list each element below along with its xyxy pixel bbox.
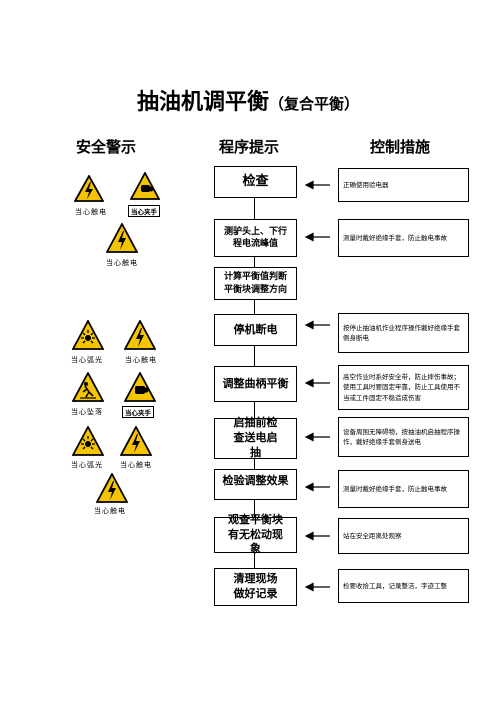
electric-shock-warning-icon bbox=[123, 319, 157, 354]
step-startup-check: 启抽前检查送电启抽 bbox=[214, 416, 297, 459]
connector-line bbox=[254, 256, 255, 268]
arrow-left-icon bbox=[304, 432, 330, 442]
connector-line bbox=[254, 345, 255, 367]
step-stop-power-off: 停机断电 bbox=[214, 314, 297, 346]
electric-shock-warning-icon bbox=[95, 472, 129, 507]
sign-caption: 当心触电 bbox=[120, 461, 152, 469]
title-main: 抽油机调平衡 bbox=[136, 90, 269, 115]
falling-warning-icon bbox=[71, 371, 105, 406]
hand-pinch-warning-icon bbox=[123, 371, 157, 406]
sign-caption: 当心触电 bbox=[75, 208, 107, 216]
title-sub: （复合平衡） bbox=[269, 95, 360, 113]
arrow-left-icon bbox=[304, 531, 330, 541]
column-heading-safety: 安全警示 bbox=[76, 138, 137, 156]
sign-caption: 当心坠落 bbox=[71, 408, 103, 416]
hand-pinch-warning-icon bbox=[129, 171, 161, 204]
electric-shock-warning-icon bbox=[105, 222, 139, 257]
arrow-left-icon bbox=[304, 180, 330, 190]
step-measure-current: 测驴头上、下行程电流峰值 bbox=[214, 219, 297, 257]
arc-light-warning-icon bbox=[71, 319, 105, 354]
arrow-left-icon bbox=[304, 378, 330, 388]
step-check: 检查 bbox=[214, 166, 297, 198]
measure-box: 测量时戴好绝缘手套，防止触电事故 bbox=[338, 219, 469, 257]
sign-caption: 当心触电 bbox=[125, 356, 157, 364]
measure-box: 按停止抽油机作业程序操作戴好绝缘手套侧身断电 bbox=[338, 313, 469, 353]
step-verify-result: 检验调整效果 bbox=[214, 469, 297, 500]
arrow-left-icon bbox=[304, 582, 330, 592]
connector-line bbox=[254, 401, 255, 419]
step-adjust-crank: 调整曲柄平衡 bbox=[214, 366, 297, 402]
electric-shock-warning-icon bbox=[73, 174, 105, 206]
connector-line bbox=[254, 197, 255, 220]
connector-line bbox=[254, 552, 255, 569]
arrow-left-icon bbox=[304, 482, 330, 492]
measure-box: 站在安全距离处观察 bbox=[338, 518, 469, 554]
sign-caption: 当心夹手 bbox=[128, 205, 160, 217]
column-heading-procedure: 程序提示 bbox=[219, 138, 280, 156]
sign-caption: 当心弧光 bbox=[71, 356, 103, 364]
connector-line bbox=[254, 458, 255, 470]
arrow-left-icon bbox=[304, 320, 330, 330]
connector-line bbox=[254, 299, 255, 315]
step-clean-record: 清理现场做好记录 bbox=[214, 568, 297, 606]
arc-light-warning-icon bbox=[71, 425, 105, 460]
measure-box: 检要收拾工具，记录整洁，字迹工整 bbox=[338, 569, 469, 603]
sign-caption: 当心触电 bbox=[106, 259, 138, 267]
electric-shock-warning-icon bbox=[119, 425, 153, 460]
connector-line bbox=[254, 499, 255, 518]
page-title: 抽油机调平衡（复合平衡） bbox=[0, 84, 496, 116]
measure-box: 高空作业时系好安全带，防止摔伤事故；使用工具时要固定牢靠，防止工具使用不当或工件… bbox=[338, 365, 469, 410]
column-heading-measures: 控制措施 bbox=[370, 138, 431, 156]
measure-box: 设备周围无障碍物，按抽油机启抽程序操作，戴好绝缘手套侧身送电 bbox=[338, 417, 469, 457]
arrow-left-icon bbox=[304, 232, 330, 242]
measure-box: 测量时戴好绝缘手套，防止触电事故 bbox=[338, 470, 469, 508]
step-calculate-balance: 计算平衡值判断平衡块调整方向 bbox=[214, 267, 297, 300]
sign-caption: 当心夹手 bbox=[122, 406, 154, 418]
sign-caption: 当心弧光 bbox=[71, 461, 103, 469]
measure-box: 正确使用验电器 bbox=[338, 168, 469, 202]
sign-caption: 当心触电 bbox=[94, 507, 126, 515]
